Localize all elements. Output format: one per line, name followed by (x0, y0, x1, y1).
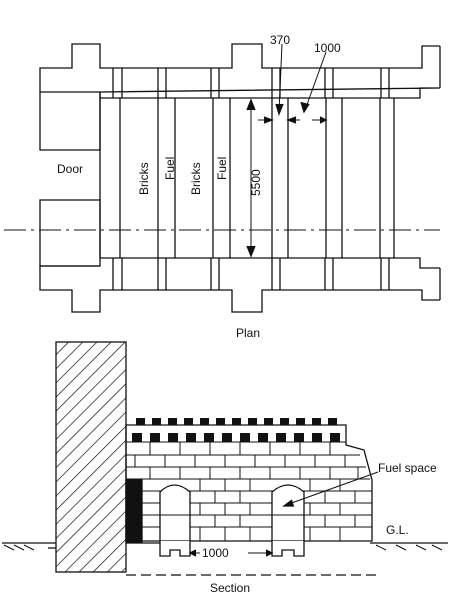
door-label: Door (57, 162, 83, 176)
strip-label-bricks-2: Bricks (189, 162, 203, 195)
ground-level-label: G.L. (386, 523, 409, 537)
section-caption: Section (210, 581, 250, 594)
strip-label-fuel-2: Fuel (215, 157, 229, 180)
dimension-5500: 5500 (249, 169, 263, 196)
dimension-370: 370 (270, 33, 290, 47)
section-view (2, 341, 448, 576)
dimension-1000-plan: 1000 (314, 41, 341, 55)
strip-label-fuel-1: Fuel (163, 157, 177, 180)
plan-view (4, 43, 441, 313)
dimension-1000-section: 1000 (202, 546, 229, 560)
strip-label-bricks-1: Bricks (137, 162, 151, 195)
plan-caption: Plan (236, 326, 260, 340)
fuel-space-label: Fuel space (378, 461, 437, 475)
